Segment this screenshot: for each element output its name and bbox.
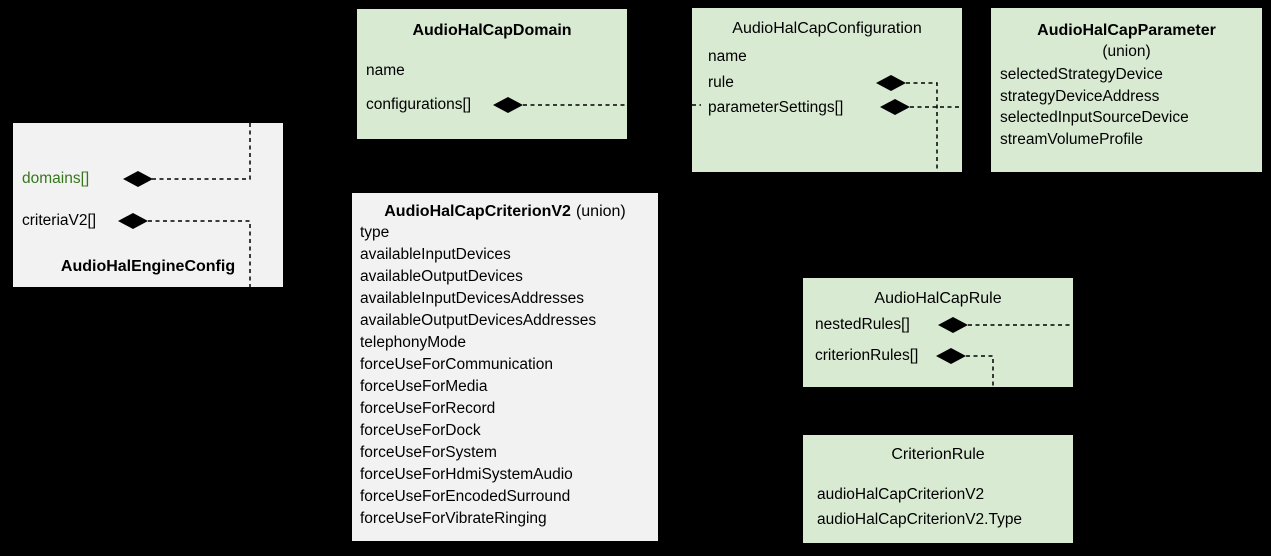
field-label: criterionRules[] — [815, 347, 919, 364]
class-title: CriterionRule — [803, 445, 1073, 465]
field-label: forceUseForDock — [360, 422, 481, 439]
field-label: availableOutputDevicesAddresses — [360, 312, 597, 329]
field-label: forceUseForRecord — [360, 400, 496, 417]
field-label: rule — [708, 74, 734, 91]
class-title-text: AudioHalCapDomain — [412, 22, 572, 39]
field-label: audioHalCapCriterionV2 — [817, 486, 985, 503]
class-title: AudioHalCapParameter — [991, 21, 1262, 41]
field-label: forceUseForHdmiSystemAudio — [360, 466, 573, 483]
class-box-criterion-rule: CriterionRule audioHalCapCriterionV2 audi… — [803, 435, 1073, 543]
field-label: forceUseForVibrateRinging — [360, 510, 547, 527]
field-label: name — [366, 62, 405, 79]
class-title-text: AudioHalCapConfiguration — [732, 20, 922, 37]
field-label: forceUseForEncodedSurround — [360, 488, 571, 505]
class-title-text: AudioHalCapCriterionV2 — [384, 203, 571, 220]
field-label: name — [708, 48, 747, 65]
field-label: availableInputDevicesAddresses — [360, 290, 585, 307]
field-label: streamVolumeProfile — [1000, 131, 1144, 148]
field-label: availableInputDevices — [360, 246, 511, 263]
field-label: selectedInputSourceDevice — [1000, 109, 1189, 126]
class-title: AudioHalCapConfiguration — [692, 19, 962, 39]
class-title-text: AudioHalCapParameter — [1037, 22, 1216, 39]
class-title: AudioHalEngineConfig — [13, 257, 283, 277]
class-box-audio-hal-cap-criterion-v2: AudioHalCapCriterionV2(union) type availa… — [352, 193, 658, 541]
class-box-audio-hal-cap-rule: AudioHalCapRule nestedRules[] criterionRu… — [803, 278, 1073, 387]
field-label: telephonyMode — [360, 334, 466, 351]
field-label: configurations[] — [366, 96, 472, 113]
field-label: strategyDeviceAddress — [1000, 88, 1160, 105]
field-label: forceUseForMedia — [360, 378, 488, 395]
class-title-stereotype: (union) — [1102, 43, 1151, 60]
field-label: parameterSettings[] — [708, 99, 844, 116]
field-label: domains[] — [22, 170, 90, 187]
class-title: AudioHalCapRule — [803, 289, 1073, 309]
class-title-text: AudioHalCapRule — [874, 290, 1002, 307]
field-label: selectedStrategyDevice — [1000, 66, 1163, 83]
field-label: criteriaV2[] — [22, 212, 97, 229]
field-label: type — [360, 224, 390, 241]
field-label: audioHalCapCriterionV2.Type — [817, 511, 1023, 528]
class-title-stereotype: (union) — [575, 203, 626, 220]
class-title: AudioHalCapCriterionV2(union) — [352, 202, 658, 222]
field-label: availableOutputDevices — [360, 268, 523, 285]
field-label: forceUseForSystem — [360, 444, 497, 461]
class-title-text: CriterionRule — [891, 446, 985, 463]
field-label: nestedRules[] — [815, 316, 910, 333]
class-box-audio-hal-cap-parameter: AudioHalCapParameter (union) selectedStr… — [991, 8, 1262, 172]
class-title: AudioHalCapDomain — [357, 21, 627, 41]
class-box-audio-hal-engine-config: AudioHalEngineConfig domains[] criteriaV2… — [13, 123, 283, 287]
field-label: forceUseForCommunication — [360, 356, 553, 373]
class-box-audio-hal-cap-configuration: AudioHalCapConfiguration name rule paramet… — [692, 8, 962, 172]
class-title-text: AudioHalEngineConfig — [60, 258, 236, 275]
class-box-audio-hal-cap-domain: AudioHalCapDomain name configurations[] — [357, 9, 627, 139]
